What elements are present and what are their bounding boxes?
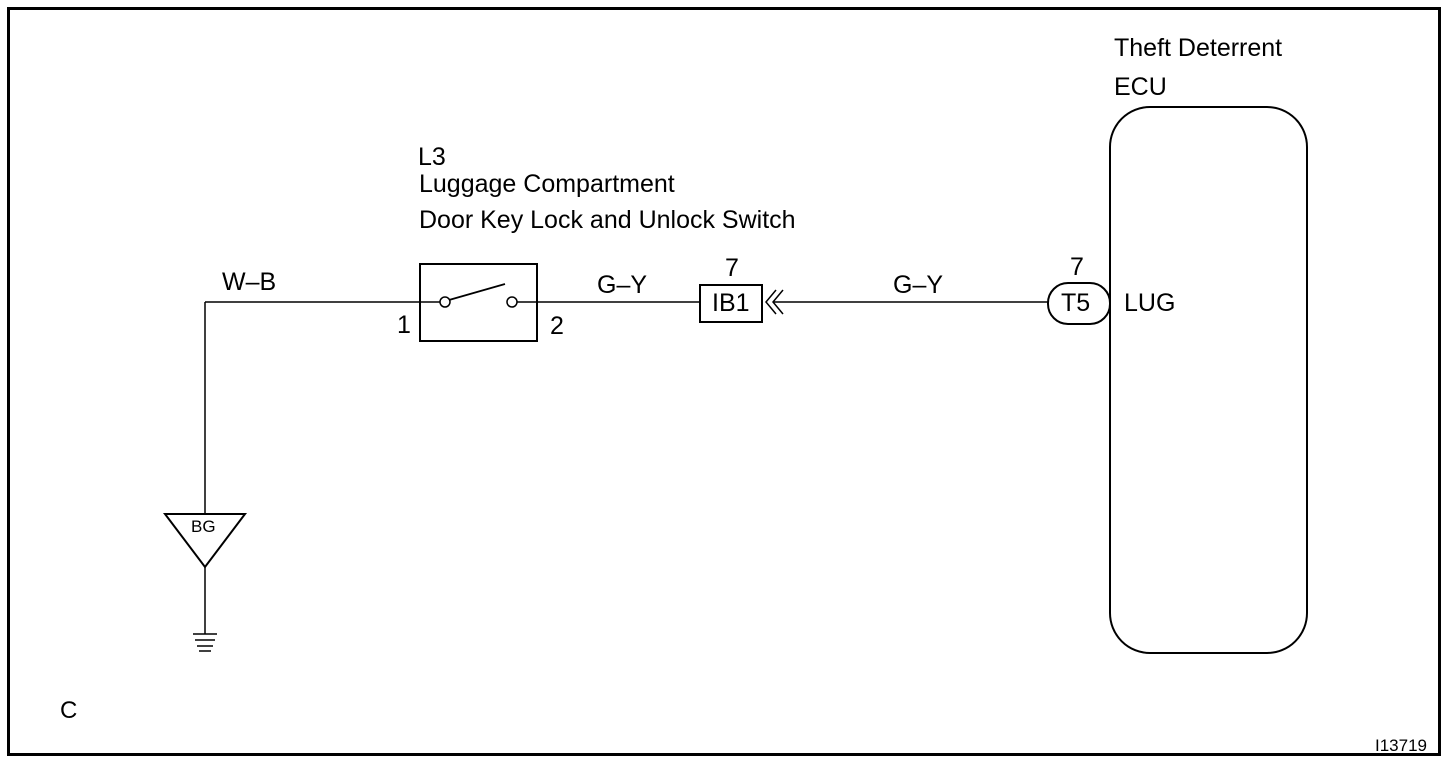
ecu-title-line1: Theft Deterrent	[1114, 34, 1283, 62]
wire-label-gy-2: G–Y	[893, 271, 944, 299]
figure-id: I13719	[1375, 736, 1427, 755]
corner-letter: C	[60, 697, 78, 724]
junction-ib1-box	[699, 284, 763, 323]
ecu-title-line2: ECU	[1114, 73, 1167, 101]
diagram-frame	[7, 7, 1441, 756]
ground-point-label: BG	[191, 517, 216, 536]
switch-contact-right	[506, 296, 518, 308]
connector-chevron-1	[765, 289, 777, 315]
junction-pin-number: 7	[725, 254, 739, 282]
ground-point-triangle	[162, 513, 248, 569]
switch-name-line2: Door Key Lock and Unlock Switch	[419, 206, 796, 234]
switch-blade	[448, 283, 506, 301]
switch-contact-left	[439, 296, 451, 308]
ecu-body	[1109, 106, 1308, 654]
switch-pin-left: 1	[397, 311, 411, 339]
switch-pin-right: 2	[550, 312, 564, 340]
ecu-connector-code: T5	[1061, 289, 1091, 317]
wire-label-wb: W–B	[222, 268, 277, 296]
wire-label-gy-1: G–Y	[597, 271, 648, 299]
switch-name-line1: Luggage Compartment	[419, 170, 675, 198]
junction-connector-code: IB1	[712, 289, 750, 317]
ecu-pin-number: 7	[1070, 253, 1084, 281]
ecu-terminal-name: LUG	[1124, 289, 1176, 317]
switch-code: L3	[418, 143, 446, 171]
